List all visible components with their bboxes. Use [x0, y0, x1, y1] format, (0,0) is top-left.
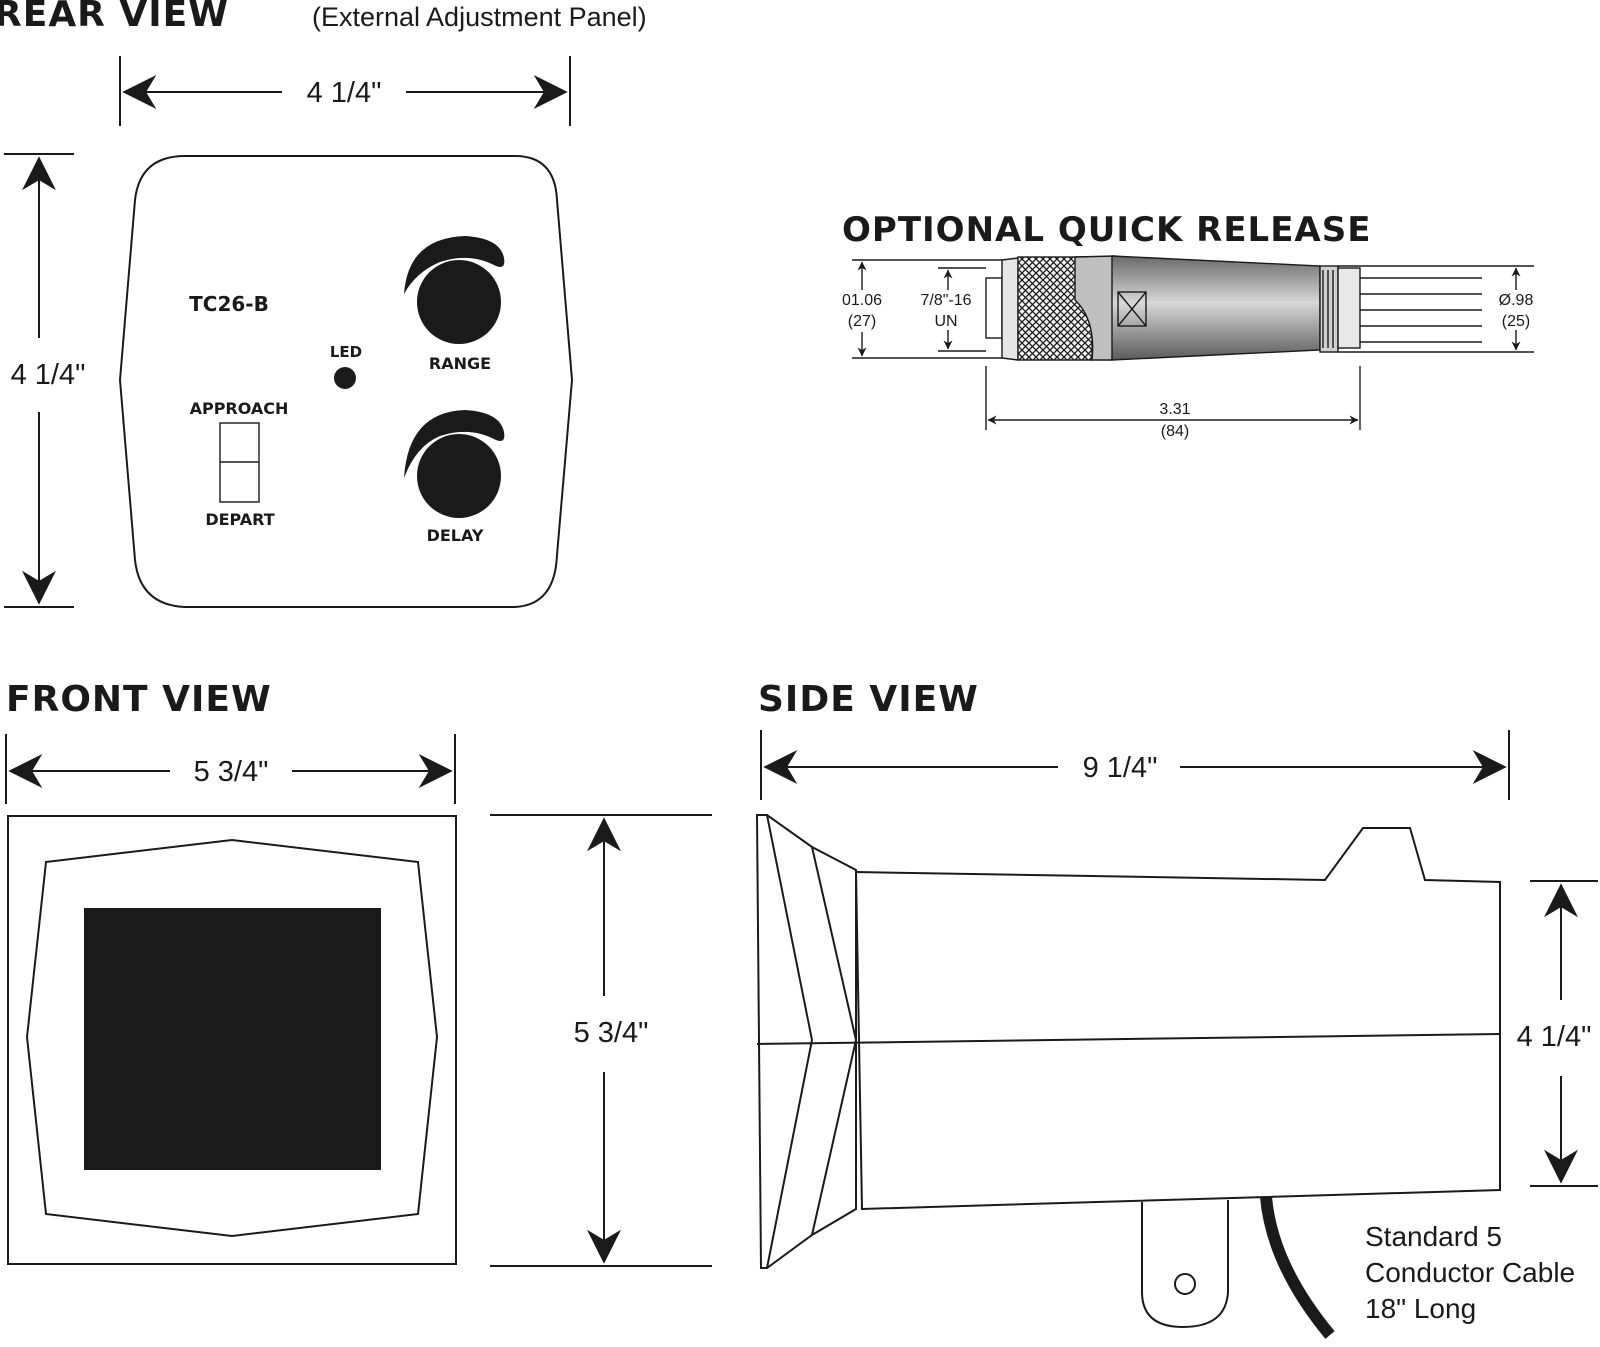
cable-note-line-3: 18" Long	[1365, 1293, 1476, 1324]
front-bezel-octagon	[25, 838, 439, 1238]
led-label: LED	[330, 343, 362, 361]
side-length-dimension: 9 1/4"	[1083, 752, 1158, 784]
rear-view-title: REAR VIEW	[0, 0, 229, 35]
range-knob[interactable]	[417, 260, 501, 344]
range-knob-label: RANGE	[429, 354, 491, 373]
side-height-dimension: 4 1/4"	[1517, 1021, 1592, 1053]
connector-collar	[1001, 257, 1019, 361]
qr-thread-spec: 7/8"-16	[920, 292, 971, 309]
range-knob-arc-icon	[404, 236, 505, 294]
side-parting-line	[756, 1033, 1501, 1045]
connector-insert	[1117, 291, 1147, 327]
approach-label: APPROACH	[190, 399, 289, 418]
delay-knob[interactable]	[417, 434, 501, 518]
connector-body	[1111, 255, 1321, 361]
qr-length-dimension-mm: (84)	[1161, 423, 1189, 440]
side-hood-outline	[755, 814, 857, 1269]
hood-line-2	[766, 1039, 813, 1269]
connector-wires	[1360, 277, 1482, 343]
connector-insert-cross-icon	[1117, 291, 1147, 327]
qr-right-dimension: Ø.98	[1499, 292, 1534, 309]
rear-view-section: REAR VIEW (External Adjustment Panel) 4 …	[0, 0, 647, 608]
quick-release-title: OPTIONAL QUICK RELEASE	[842, 210, 1371, 250]
model-label: TC26-B	[189, 292, 269, 316]
front-view-title: FRONT VIEW	[6, 679, 272, 720]
connector-cutaway	[1074, 255, 1116, 361]
rear-view-subtitle: (External Adjustment Panel)	[312, 2, 647, 32]
qr-thread-type: UN	[934, 313, 957, 330]
hood-line-4	[811, 1039, 857, 1236]
side-view-section: SIDE VIEW 9 1/4" 4 1/4" Standard 5 Condu…	[755, 679, 1598, 1339]
mounting-hole-icon	[1174, 1273, 1196, 1295]
delay-knob-label: DELAY	[427, 526, 484, 545]
depart-label: DEPART	[205, 510, 274, 529]
connector-back-nut	[1337, 267, 1361, 349]
mounting-bracket	[1141, 1200, 1229, 1329]
led-indicator-icon	[334, 367, 356, 389]
front-width-dimension: 5 3/4"	[194, 756, 269, 788]
front-housing-square	[7, 815, 457, 1265]
cable-note-line-1: Standard 5	[1365, 1221, 1502, 1252]
rear-height-dimension: 4 1/4"	[11, 359, 86, 391]
rear-width-dimension: 4 1/4"	[307, 77, 382, 109]
thread-lines	[1322, 270, 1334, 348]
adjustment-panel-outline	[118, 155, 574, 608]
delay-knob-arc-icon	[404, 410, 505, 478]
qr-left-dimension: 01.06	[842, 292, 882, 309]
cable-note-line-2: Conductor Cable	[1365, 1257, 1575, 1288]
front-height-dimension: 5 3/4"	[574, 1017, 649, 1049]
cable-icon	[1260, 1196, 1335, 1339]
qr-right-dimension-mm: (25)	[1502, 313, 1530, 330]
quick-release-section: OPTIONAL QUICK RELEASE 01.06 (27)	[842, 210, 1534, 440]
front-view-section: FRONT VIEW 5 3/4" 5 3/4"	[5, 679, 712, 1267]
front-lens-window	[84, 908, 381, 1170]
side-view-title: SIDE VIEW	[758, 679, 979, 720]
connector-front-plate	[985, 277, 1003, 339]
qr-left-dimension-mm: (27)	[848, 313, 876, 330]
hood-line-1	[766, 814, 813, 1041]
qr-length-dimension: 3.31	[1159, 401, 1190, 418]
hood-line-3	[811, 846, 857, 1041]
side-body-outline	[854, 827, 1501, 1211]
